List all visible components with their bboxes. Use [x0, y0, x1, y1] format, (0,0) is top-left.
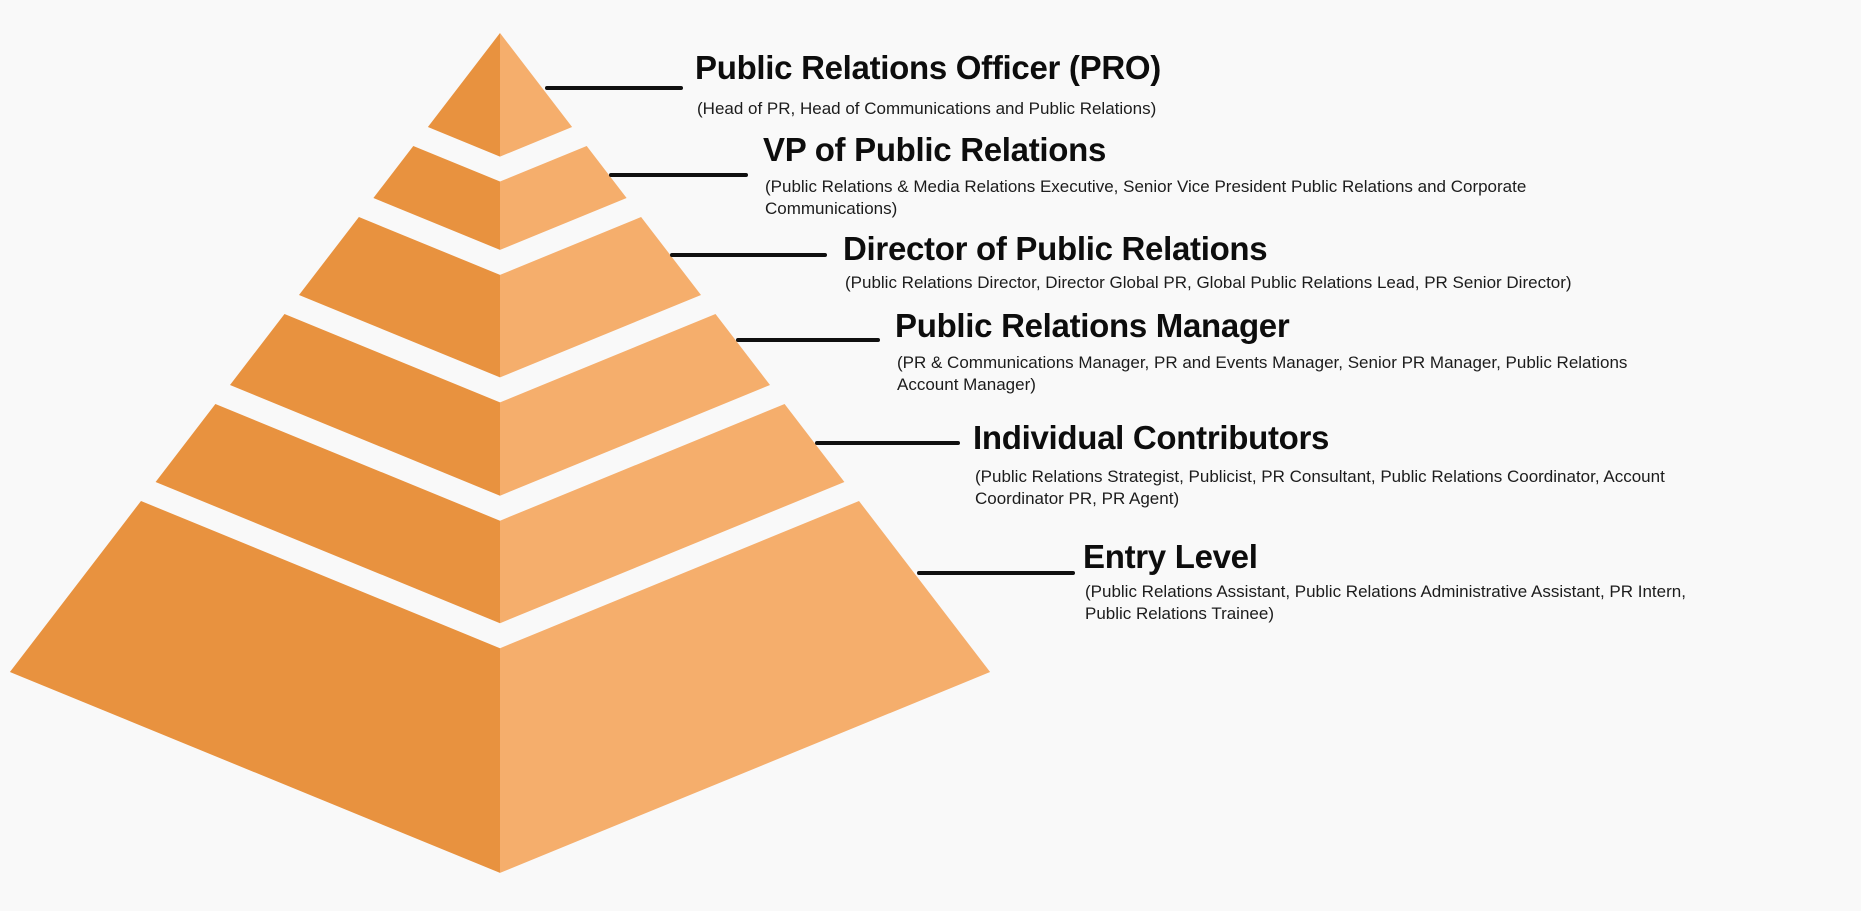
level-title: Public Relations Officer (PRO)	[695, 49, 1161, 86]
level-title: Director of Public Relations	[843, 230, 1268, 267]
pyramid-tier-3-right-face	[500, 217, 701, 378]
level-subtitle: (Head of PR, Head of Communications and …	[697, 98, 1156, 120]
pyramid-tier-6-left-face	[9, 501, 501, 873]
pyramid-tier-1-right-face	[500, 33, 573, 157]
level-title: Public Relations Manager	[895, 307, 1290, 344]
pyramid-tier-4-right-face	[500, 314, 770, 496]
leader-line	[815, 441, 960, 445]
subtitle-line: (Public Relations Director, Director Glo…	[845, 273, 1572, 292]
subtitle-line: (Public Relations Assistant, Public Rela…	[1085, 582, 1686, 601]
leader-line	[670, 253, 827, 257]
pyramid-tier-1-left-face	[427, 33, 500, 157]
pyramid-tier-5-right-face	[500, 404, 845, 624]
pyramid-tier-4-left-face	[230, 314, 500, 496]
pyramid-tier-3-left-face	[299, 217, 500, 378]
level-subtitle: (Public Relations & Media Relations Exec…	[765, 176, 1526, 220]
subtitle-line: Public Relations Trainee)	[1085, 604, 1274, 623]
level-title: Entry Level	[1083, 538, 1258, 575]
subtitle-line: (Public Relations & Media Relations Exec…	[765, 177, 1527, 196]
level-title: VP of Public Relations	[763, 131, 1107, 168]
leader-line	[545, 86, 683, 90]
leader-line	[609, 173, 748, 177]
leader-line	[917, 571, 1075, 575]
subtitle-line: (Head of PR, Head of Communications and …	[697, 99, 1157, 118]
level-subtitle: (Public Relations Director, Director Glo…	[845, 272, 1572, 294]
pyramid-tier-2-left-face	[373, 146, 500, 250]
pyramid-tier-6-right-face	[500, 501, 991, 873]
pyramid-tier-2-right-face	[500, 146, 627, 250]
level-title: Individual Contributors	[973, 419, 1330, 456]
subtitle-line: Coordinator PR, PR Agent)	[975, 489, 1180, 508]
subtitle-line: (Public Relations Strategist, Publicist,…	[975, 467, 1665, 486]
subtitle-line: Account Manager)	[897, 375, 1036, 394]
level-subtitle: (PR & Communications Manager, PR and Eve…	[897, 352, 1627, 396]
subtitle-line: Communications)	[765, 199, 898, 218]
pyramid-tier-5-left-face	[155, 404, 500, 624]
level-subtitle: (Public Relations Assistant, Public Rela…	[1085, 581, 1686, 625]
subtitle-line: (PR & Communications Manager, PR and Eve…	[897, 353, 1628, 372]
level-subtitle: (Public Relations Strategist, Publicist,…	[975, 466, 1665, 510]
leader-line	[736, 338, 880, 342]
